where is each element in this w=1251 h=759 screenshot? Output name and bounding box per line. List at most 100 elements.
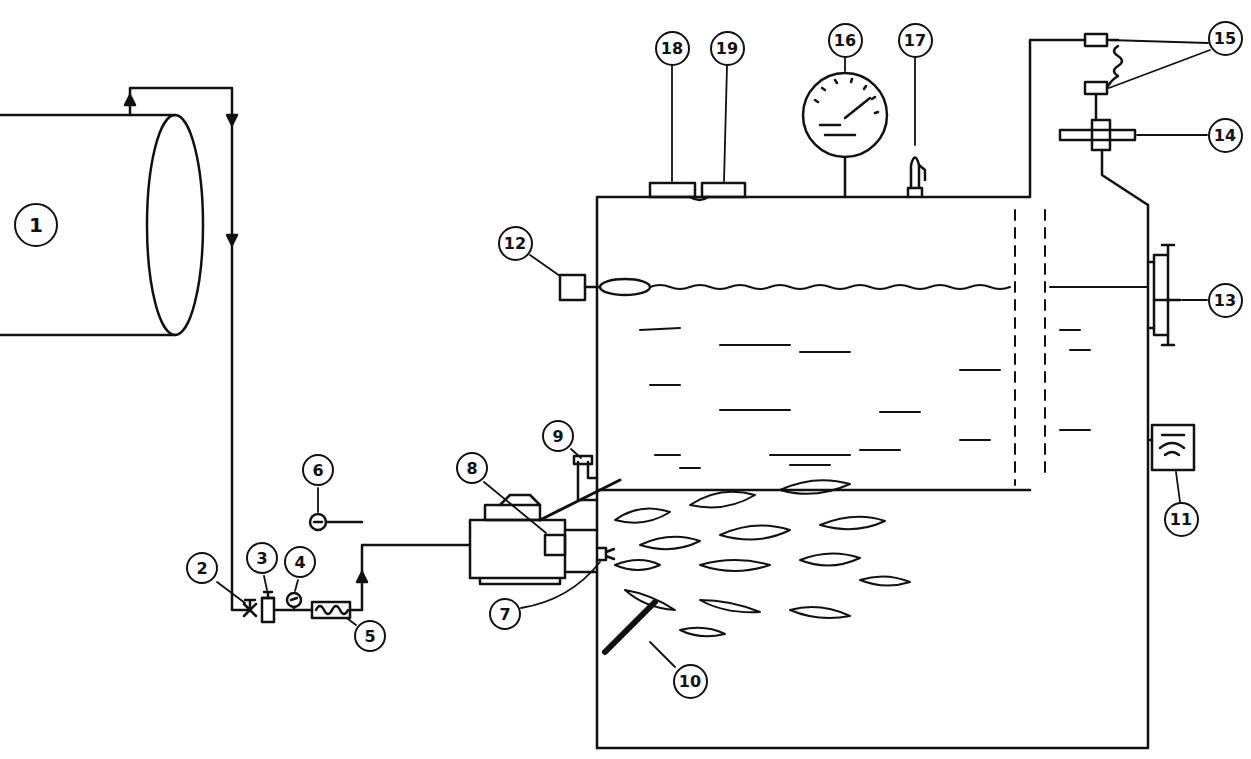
burner-assembly: [480, 530, 597, 584]
shutoff-valve: [244, 600, 256, 616]
fuel-heater: [312, 602, 350, 618]
fuel-line: [130, 88, 250, 610]
callout-text: 2: [196, 559, 207, 578]
callout-text: 7: [499, 605, 510, 624]
callout-text: 5: [364, 627, 375, 646]
limit-switches: [1085, 82, 1107, 94]
callout-number: 16: [828, 23, 863, 58]
leader-lines: [521, 562, 600, 608]
sight-glass: [1148, 245, 1180, 345]
safety-valve: [908, 158, 922, 198]
flames: [700, 600, 760, 612]
burner-assembly: [597, 548, 606, 560]
leader-lines: [844, 58, 846, 71]
fuel-heater: [312, 602, 350, 618]
burner-assembly: [606, 549, 614, 559]
callout-number: 7: [489, 598, 521, 630]
low-water-cutoff: [1060, 130, 1135, 140]
fuel-line: [276, 545, 470, 610]
water: [1050, 286, 1148, 288]
callout-number: 12: [498, 226, 533, 261]
callout-text: 10: [679, 672, 701, 691]
leader-lines: [1109, 40, 1210, 88]
leader-lines: [1137, 134, 1207, 136]
fuel-heater: [316, 606, 348, 614]
limit-switches: [1085, 34, 1107, 46]
low-water-cutoff: [1060, 120, 1135, 150]
water: [640, 328, 1090, 468]
safety-valve: [919, 165, 925, 180]
boiler-shell: [597, 489, 1030, 492]
leader-lines: [295, 580, 298, 591]
pressure-controls: [690, 197, 708, 200]
fuel-filter: [262, 598, 274, 622]
fuel-filter: [262, 592, 274, 598]
flames: [820, 517, 885, 529]
flames: [640, 537, 700, 549]
sight-glass: [1148, 245, 1180, 345]
boiler-shell: [1102, 150, 1148, 205]
leader-lines: [914, 58, 916, 145]
leader-lines: [348, 619, 356, 625]
flames: [700, 560, 770, 571]
callout-number: 18: [655, 31, 690, 66]
flames: [615, 560, 660, 570]
limit-switches: [1085, 34, 1122, 120]
fuel-line: [125, 88, 470, 610]
pressure-controls: [702, 183, 745, 197]
fuel-tank: [147, 115, 203, 335]
pressure-switch: [314, 521, 362, 524]
steam-pressure-gauge: [803, 73, 887, 197]
callout-text: 16: [834, 31, 856, 50]
pressure-controls: [650, 183, 745, 200]
flames: [780, 480, 850, 494]
callout-number: 9: [542, 420, 574, 452]
flames: [720, 526, 790, 540]
water-feeder: [1152, 425, 1194, 470]
float-switch: [585, 286, 600, 289]
boiler-shell: [597, 40, 1085, 748]
low-water-cutoff: [1092, 120, 1110, 150]
pressure-switch: [310, 514, 362, 530]
leader-lines: [484, 482, 546, 533]
callout-text: 4: [294, 553, 305, 572]
sight-glass: [1154, 255, 1168, 335]
callout-number: 10: [673, 664, 708, 699]
callout-number: 3: [246, 542, 278, 574]
fuel-line: [125, 95, 135, 105]
steam-pressure-gauge: [845, 98, 870, 197]
callout-number: 13: [1208, 283, 1243, 318]
flames: [800, 553, 860, 565]
leader-lines: [264, 576, 267, 590]
callout-number: 17: [898, 23, 933, 58]
flames: [680, 628, 725, 637]
callout-text: 1: [29, 213, 43, 237]
fuel-line: [357, 572, 367, 582]
flames: [690, 492, 755, 508]
callout-number: 6: [302, 454, 334, 486]
burner-assembly: [470, 520, 565, 578]
fuel-line: [227, 235, 237, 245]
float-switch: [600, 279, 650, 295]
callout-text: 15: [1214, 29, 1236, 48]
callout-text: 14: [1214, 126, 1236, 145]
fuel-pressure-gauge: [291, 598, 297, 610]
water: [650, 285, 1010, 289]
boiler-shell: [597, 40, 1148, 748]
callout-text: 19: [716, 39, 738, 58]
limit-switches: [1095, 94, 1098, 120]
callout-text: 17: [904, 31, 926, 50]
elbow-fitting: [574, 456, 597, 500]
water: [640, 285, 1148, 468]
flames: [615, 508, 670, 522]
callout-number: 4: [284, 546, 316, 578]
steam-pressure-gauge: [803, 73, 887, 157]
refractory-plate: [605, 602, 655, 652]
shutoff-valve: [245, 600, 255, 610]
callout-text: 13: [1214, 291, 1236, 310]
fuel-line: [227, 115, 237, 125]
leader-lines: [1182, 299, 1207, 301]
callout-number: 1: [14, 203, 58, 247]
